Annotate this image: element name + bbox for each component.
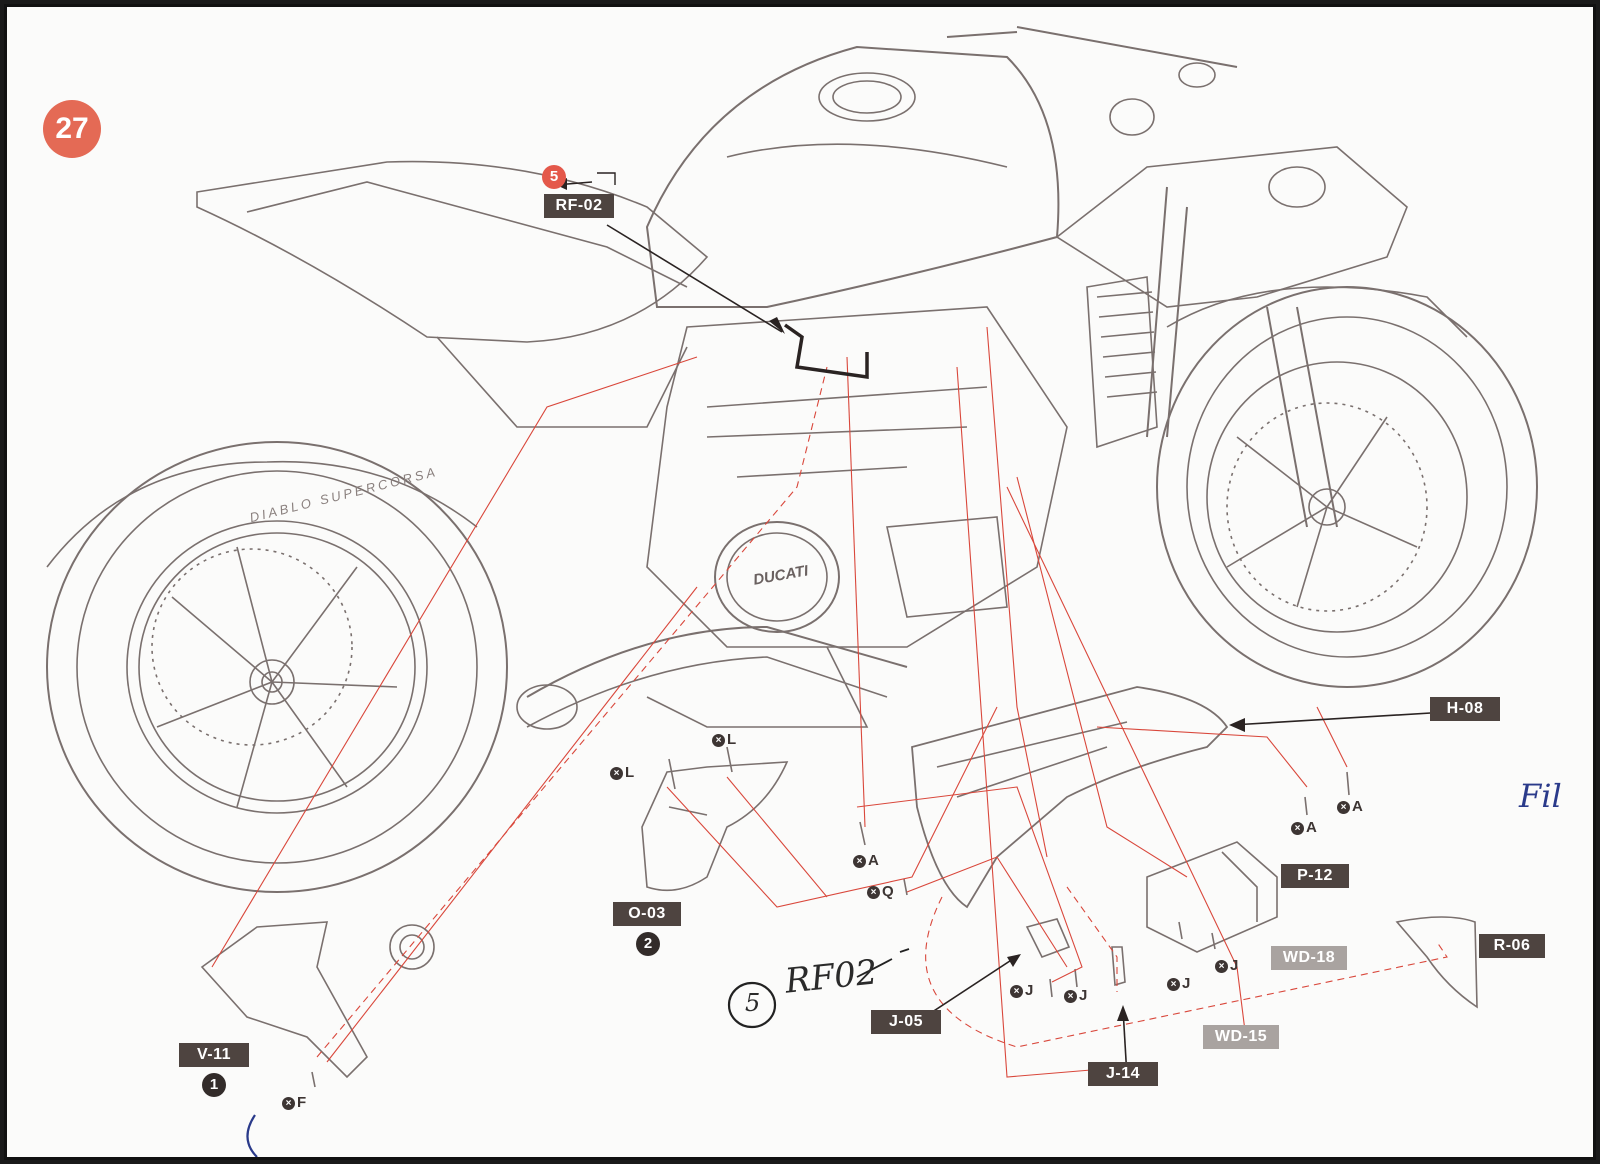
part-label-p12: P-12 [1281,864,1349,888]
screw-callout-a: ×A [1291,819,1317,836]
front-fairing [1055,146,1408,308]
front-wheel [1156,286,1538,688]
handwritten-step-ref: 5 [745,989,761,1017]
part-label-j05: J-05 [871,1010,941,1034]
screw-icon: × [1064,990,1077,1003]
screw-icon: × [610,767,623,780]
part-label-r06: R-06 [1479,934,1545,958]
reference-step-badge: 5 [542,165,566,189]
rear-fender [46,460,478,568]
screw-icon: × [1167,978,1180,991]
screw-icon: × [1215,960,1228,973]
tail-section [196,160,709,343]
motorcycle-line-drawing [46,26,1538,1157]
part-label-v11: V-11 [179,1043,249,1067]
part-label-wd15: WD-15 [1203,1025,1279,1049]
screw-icon: × [1010,985,1023,998]
step-number-badge: 27 [43,100,101,158]
fuel-tank [645,45,1060,308]
arrow-heads [554,178,1245,1021]
chain-guard-v11 [200,921,368,1079]
part-label-j14: J-14 [1088,1062,1158,1086]
screw-icon: × [867,886,880,899]
side-cover-o03 [641,761,789,892]
screw-callout-f: ×F [282,1094,306,1111]
part-r06 [1395,916,1478,1009]
screw-icon: × [1337,801,1350,814]
screw-callout-j: ×J [1215,957,1238,974]
screw-callout-q: ×Q [867,883,894,900]
screw-callout-j: ×J [1010,982,1033,999]
part-label-wd18: WD-18 [1271,946,1347,970]
handwritten-circle [727,981,777,1029]
part-j05 [1025,918,1071,958]
screw-icon: × [853,855,866,868]
ecu-p12 [1146,841,1278,953]
part-label-o03: O-03 [613,902,681,926]
rear-wheel [46,441,508,893]
belly-pan-h08 [911,686,1229,909]
subassembly-number-2: 2 [636,932,660,956]
screw-callout-l: ×L [712,731,736,748]
handwritten-margin-note: Fil [1519,777,1562,815]
subassembly-number-1: 1 [202,1073,226,1097]
part-label-rf02: RF-02 [544,194,614,218]
engine [516,306,1068,730]
screw-icon: × [712,734,725,747]
screw-icon: × [1291,822,1304,835]
screw-callout-l: ×L [610,764,634,781]
screw-callout-j: ×J [1167,975,1190,992]
radiator [1086,276,1158,449]
screw-callout-a: ×A [1337,798,1363,815]
instruction-sheet: 27 5 RF-02 H-08 O-03 2 V-11 1 P-12 WD-18… [4,4,1596,1160]
screw-callout-j: ×J [1064,987,1087,1004]
part-label-h08: H-08 [1430,697,1500,721]
screw-callout-a: ×A [853,852,879,869]
screw-icon: × [282,1097,295,1110]
part-j14 [1111,946,1126,987]
guide-lines [211,326,1448,1078]
